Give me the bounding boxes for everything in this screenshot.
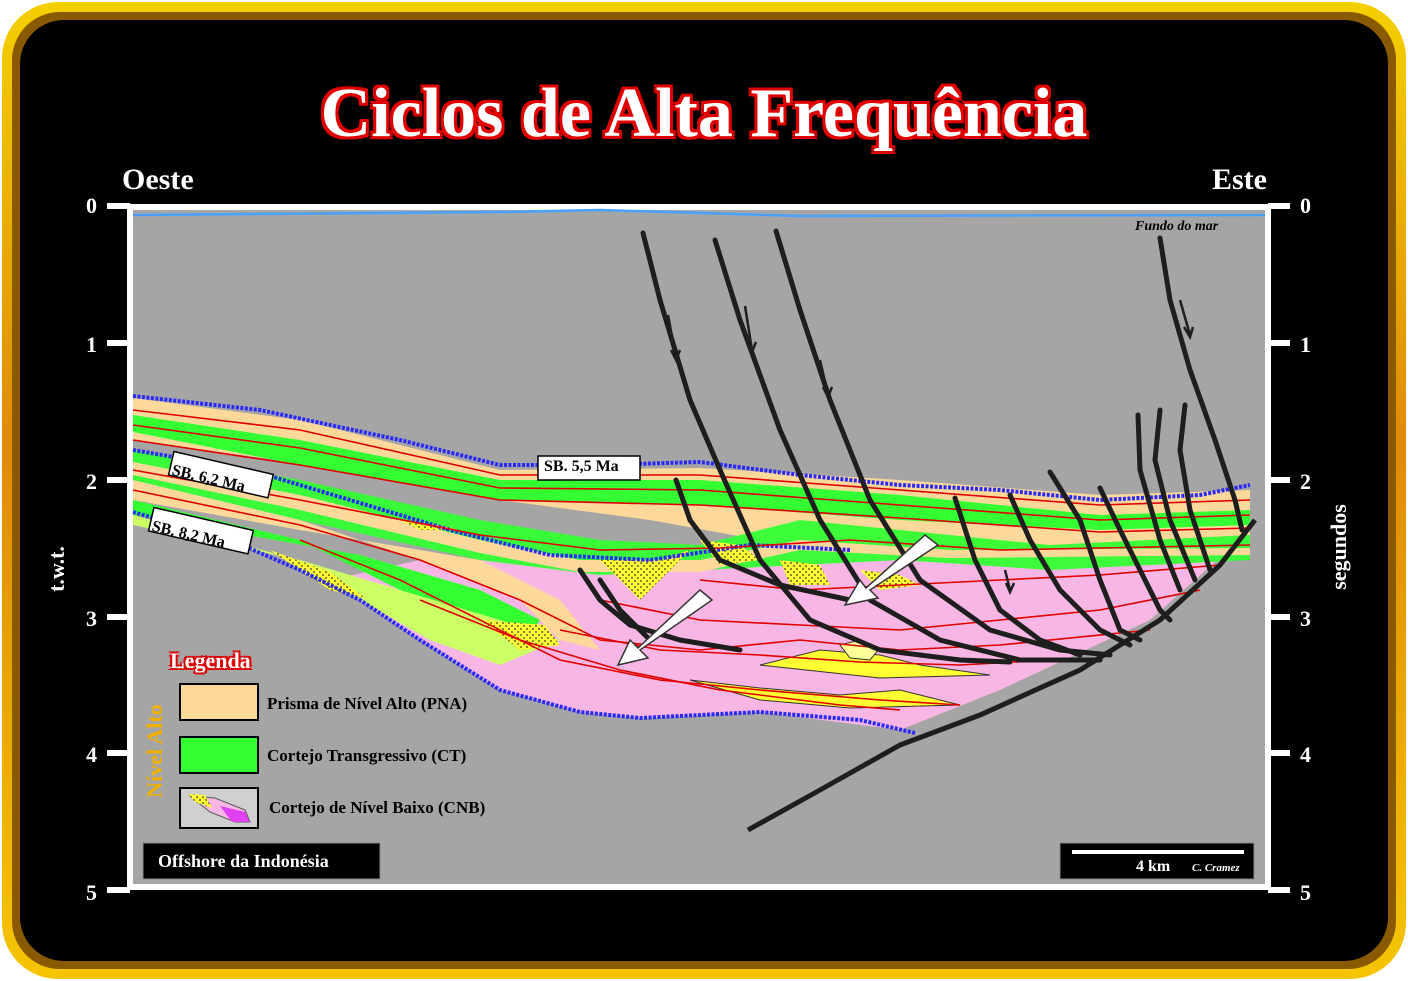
legend-swatch-ct	[179, 736, 259, 774]
scale-box	[1059, 842, 1255, 880]
sb-62-label	[167, 450, 275, 499]
location-label: Offshore da Indonésia	[158, 851, 329, 871]
legend-group-label: Nível Alto	[141, 704, 167, 798]
legend-title: Legenda	[170, 648, 251, 673]
location-box	[142, 842, 381, 880]
tick-marks	[107, 203, 1290, 893]
slide-title: Ciclos de Alta Frequência	[320, 75, 1088, 152]
tick-right-0: 0	[1300, 193, 1311, 218]
scale-label: 4 km	[1136, 858, 1171, 875]
tick-left-3: 3	[86, 606, 97, 631]
legend-label-cnb: Cortejo de Nível Baixo (CNB)	[269, 798, 486, 817]
direction-west: Oeste	[122, 163, 194, 196]
tick-right-4: 4	[1300, 742, 1311, 767]
direction-east: Este	[1212, 163, 1267, 196]
legend-swatch-cnb	[179, 787, 259, 829]
seafloor-label: Fundo do mar	[1135, 219, 1219, 234]
tick-left-4: 4	[86, 742, 97, 767]
sb-55-text: SB. 5,5 Ma	[544, 458, 619, 475]
tick-right-5: 5	[1300, 880, 1311, 905]
sb-55-label	[537, 455, 641, 481]
sb-82-line	[132, 510, 916, 735]
tick-right-2: 2	[1300, 469, 1311, 494]
legend-label-pna: Prisma de Nível Alto (PNA)	[267, 694, 468, 713]
tick-left-1: 1	[86, 332, 97, 357]
sediment-arrow-left	[616, 588, 714, 667]
sb-55-line	[132, 394, 1251, 503]
listric-faults	[577, 228, 1245, 665]
credit-label: C. Cramez	[1192, 862, 1240, 874]
tick-left-0: 0	[86, 193, 97, 218]
tick-left-5: 5	[86, 880, 97, 905]
sediment-arrow-right	[843, 534, 940, 607]
seafloor-line	[132, 208, 1266, 218]
detachment-fault	[746, 518, 1257, 833]
tick-right-1: 1	[1300, 332, 1311, 357]
sb-82-label	[147, 506, 255, 555]
tick-right-3: 3	[1300, 606, 1311, 631]
tick-left-2: 2	[86, 469, 97, 494]
legend-swatch-pna	[179, 683, 259, 721]
legend-label-ct: Cortejo Transgressivo (CT)	[267, 746, 467, 765]
